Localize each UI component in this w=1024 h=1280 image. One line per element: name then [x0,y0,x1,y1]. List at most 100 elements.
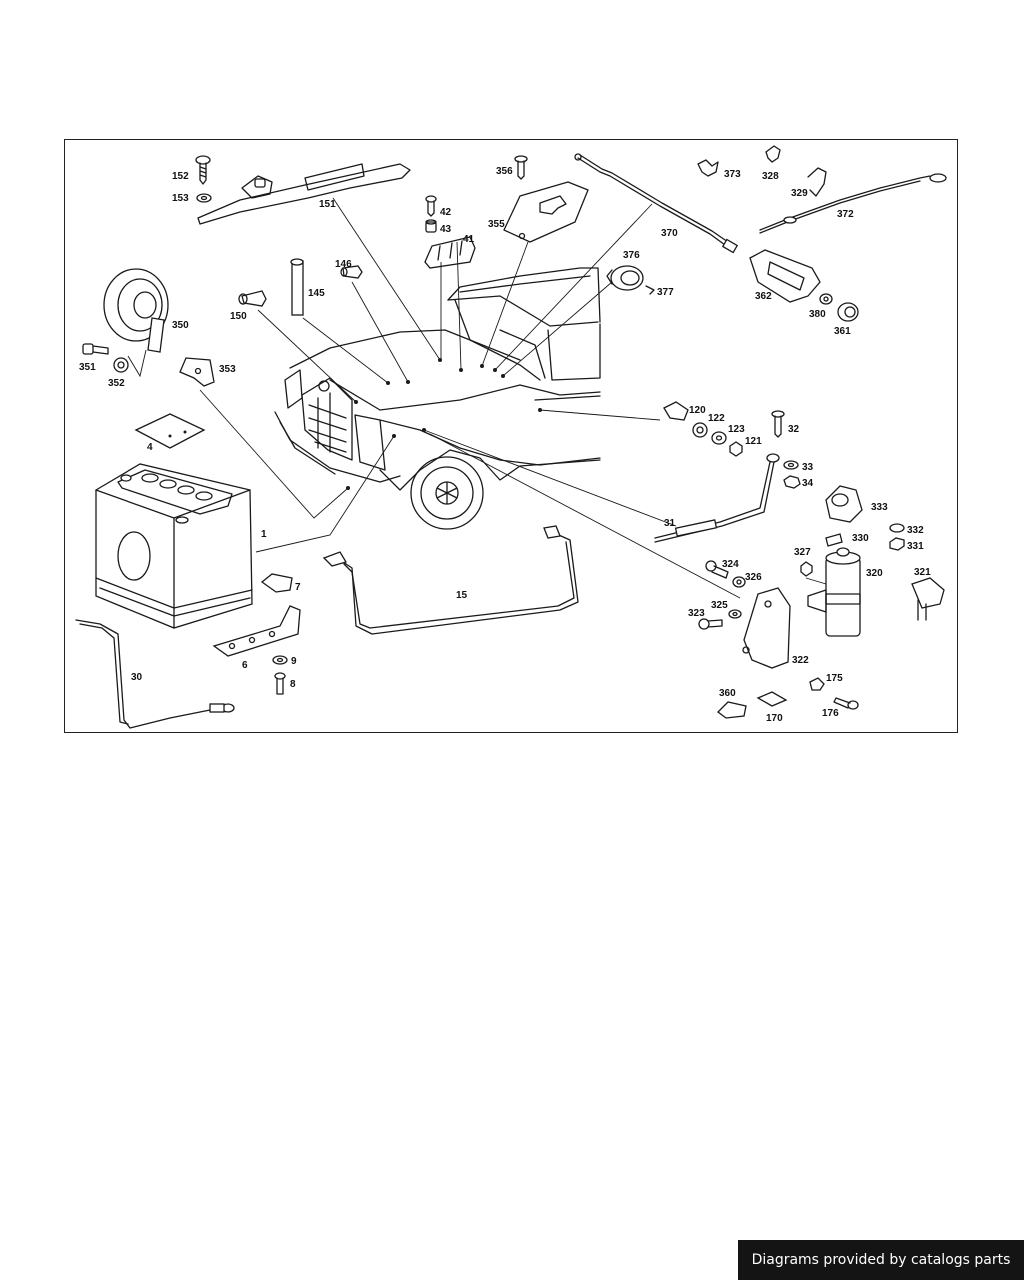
connector-41 [424,236,476,269]
callout-351: 351 [79,362,96,373]
washer-153 [196,193,212,203]
grommet-43 [425,219,437,233]
callout-145: 145 [308,288,325,299]
clip-360 [717,701,747,719]
callout-4: 4 [147,442,153,453]
callout-34: 34 [802,478,814,489]
callout-153: 153 [172,193,189,204]
switch-376 [606,265,644,291]
callout-322: 322 [792,655,809,666]
callout-146: 146 [335,259,352,270]
bolt-32 [771,410,785,438]
washer-33 [783,460,799,470]
bolt-8 [274,672,286,695]
cable-370 [574,153,739,254]
battery-cover-4 [134,413,206,449]
callout-370: 370 [661,228,678,239]
callout-380: 380 [809,309,826,320]
callout-321: 321 [914,567,931,578]
screw-356 [514,155,528,180]
callout-122: 122 [708,413,725,424]
clip-373 [697,159,719,177]
callout-329: 329 [791,188,808,199]
callout-120: 120 [689,405,706,416]
mounting-rail-151 [197,163,411,225]
callout-8: 8 [290,679,296,690]
leader-lines [127,197,827,599]
callout-31: 31 [664,518,676,529]
clip-377 [645,285,655,295]
nut-121 [729,441,743,457]
coil-320 [807,547,861,637]
callout-376: 376 [623,250,640,261]
callout-175: 175 [826,673,843,684]
callout-333: 333 [871,502,888,513]
grommet-122 [692,422,708,438]
holder-329 [807,167,827,197]
callout-150: 150 [230,311,247,322]
callout-labels: 152 153 151 356 42 43 41 355 370 373 328… [79,166,931,724]
screw-152 [195,155,211,185]
callout-320: 320 [866,568,883,579]
callout-15: 15 [456,590,468,601]
footer-credit-banner: Diagrams provided by catalogs parts [738,1240,1024,1280]
nut-327 [800,561,813,577]
gasket-355 [503,181,589,243]
callout-32: 32 [788,424,800,435]
cable-30 [75,619,235,729]
callout-327: 327 [794,547,811,558]
connector-321 [911,577,945,621]
callout-325: 325 [711,600,728,611]
cable-31 [654,453,780,543]
callout-350: 350 [172,320,189,331]
cap-146 [340,265,363,279]
bolt-324 [705,560,729,579]
callout-9: 9 [291,656,297,667]
cable-372 [759,173,947,234]
cap-333 [825,485,863,523]
callout-332: 332 [907,525,924,536]
callout-373: 373 [724,169,741,180]
callout-152: 152 [172,171,189,182]
clip-328 [765,145,781,163]
callout-324: 324 [722,559,739,570]
callout-6: 6 [242,660,248,671]
hold-down-6 [212,605,301,657]
callout-377: 377 [657,287,674,298]
cable-15 [322,525,579,635]
unit-362 [749,249,821,303]
switch-120 [663,401,689,421]
battery-1 [95,463,253,629]
callout-30: 30 [131,672,143,683]
callout-43: 43 [440,224,452,235]
tube-145 [290,258,304,316]
car-body [274,267,601,530]
horn-350 [103,268,169,353]
bracket-322 [742,587,791,669]
washer-332 [889,523,905,533]
callout-372: 372 [837,209,854,220]
bracket-353 [179,357,215,387]
bolt-351 [82,343,109,355]
callout-42: 42 [440,207,452,218]
diagram-frame [64,139,958,733]
callout-151: 151 [319,199,336,210]
callout-123: 123 [728,424,745,435]
callout-1: 1 [261,529,267,540]
callout-7: 7 [295,582,301,593]
washer-325 [728,609,742,619]
screw-42 [425,195,437,217]
callout-356: 356 [496,166,513,177]
callout-176: 176 [822,708,839,719]
nut-331 [889,537,905,551]
clamp-7 [260,573,293,593]
washer-326 [732,576,746,588]
clip-170 [756,691,788,707]
callout-326: 326 [745,572,762,583]
screw-176 [833,697,859,710]
callout-170: 170 [766,713,783,724]
washer-123 [711,431,727,445]
nut-34 [783,475,801,489]
clip-175 [809,677,825,691]
